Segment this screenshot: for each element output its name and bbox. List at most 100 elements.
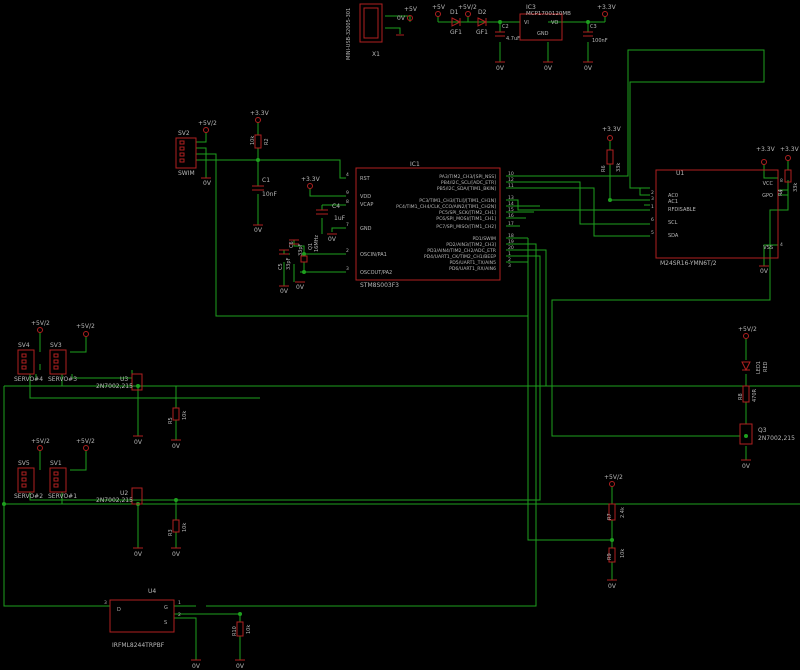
c5-value: 33pF [286, 257, 292, 270]
u2-value: 2N7002,215 [96, 497, 133, 504]
ic3-name: IC3 [526, 4, 536, 11]
c1-name: C1 [262, 177, 270, 184]
ic1-pin-pc5-num: 15 [508, 207, 514, 213]
ic1-pin-pc6-num: 16 [508, 213, 514, 219]
gnd-u3: 0V [134, 439, 143, 446]
power-5v2-led: +5V/2 [738, 326, 757, 333]
ic1-pin-pc4-num: 14 [508, 201, 514, 207]
ic1-pin-gnd-num: 7 [346, 222, 349, 228]
power-5v2-swim: +5V/2 [198, 120, 217, 127]
power-33v-r2: +3.3V [250, 110, 270, 117]
component-outlines [17, 3, 792, 637]
d1-value: GF1 [450, 29, 462, 36]
ic1-pin-pb5-num: 11 [508, 183, 514, 189]
gnd-r9: 0V [608, 583, 617, 590]
ic1-pin-pb4: PB4/I2C_SCL/[ADC_ETR] [441, 180, 496, 186]
header-pins [21, 140, 185, 488]
power-5v2-r7: +5V/2 [604, 474, 623, 481]
q1-value: 16MHz [314, 235, 320, 252]
sv4-value: SERVO#4 [14, 376, 43, 383]
d2-name: D2 [478, 9, 487, 16]
gnd-c2: 0V [496, 65, 505, 72]
ic1-pin-oscin-num: 2 [346, 248, 349, 254]
u1-pin-vss-num: 4 [780, 242, 783, 248]
r5-name: R5 [168, 417, 174, 424]
ic1-pin-pc7: PC7/SPI_MISO/[TIM1_CH2] [436, 224, 496, 230]
wires [3, 15, 800, 660]
ic3-pin-vo: VO [551, 20, 558, 26]
u4-pin1-num: 1 [178, 600, 181, 606]
ic1-pin-pd5-num: 2 [508, 257, 511, 263]
ic1-pin-vcap-num: 8 [346, 199, 349, 205]
u1-pin-sda: SDA [668, 233, 679, 239]
gnd-c5: 0V [280, 288, 289, 295]
r4-value: 33k [793, 183, 799, 192]
sv2-name: SV2 [178, 130, 190, 137]
u4-value: IRFML8244TRPBF [112, 642, 165, 649]
ic1-pin-gnd: GND [360, 226, 372, 232]
u4-pin-s: S [164, 620, 167, 626]
power-5v2-sv3: +5V/2 [76, 323, 95, 330]
u1-pin-vcc: VCC [763, 181, 774, 187]
d1-name: D1 [450, 9, 459, 16]
sv1-value: SERVO#1 [48, 493, 77, 500]
ic1-pin-pd1-num: 18 [508, 233, 514, 239]
led1-value: RED [763, 361, 769, 372]
c2-value: 4.7uF [506, 36, 520, 42]
sv3-name: SV3 [50, 342, 62, 349]
ic1-pin-pc3: PC3/TIM1_CH3/[TLI]/[TIM1_CH1N] [419, 198, 496, 204]
ic1-pin-vdd: VDD [360, 194, 371, 200]
sv3-value: SERVO#3 [48, 376, 77, 383]
r4-name: R4 [778, 189, 784, 196]
gnd-c6: 0V [296, 284, 305, 291]
ic1-pin-pb5: PB5/I2C_SDA/[TIM1_BKIN] [437, 186, 496, 192]
c6-value: 33pF [298, 243, 304, 256]
ic1-pin-pc6: PC6/SPI_MOSI/[TIM1_CH1] [436, 216, 496, 222]
c2-name: C2 [502, 24, 509, 30]
led1-name: LED1 [756, 361, 762, 374]
u3-value: 2N7002,215 [96, 383, 133, 390]
sv1-name: SV1 [50, 460, 62, 467]
ic3-pin-gnd: GND [537, 31, 549, 37]
ic1-name: IC1 [410, 161, 420, 168]
ic1-pin-pd3: PD3/AIN4/TIM2_CH2/ADC_ETR [427, 248, 497, 254]
u1-pin-ac1-num: 3 [651, 196, 654, 202]
c1-value: 10nF [262, 191, 277, 198]
ic1-pin-oscout-num: 3 [346, 266, 349, 272]
x1-value: MINI-USB-32005-301 [346, 8, 352, 60]
ic1-pin-pc3-num: 13 [508, 195, 514, 201]
ic1-pin-pd4: PD4/UART1_CK/TIM2_CH1/BEEP [424, 254, 496, 260]
ic1-pin-pa3: PA3/TIM2_CH3/[SPI_NSS] [439, 174, 496, 180]
power-5v2-sv5: +5V/2 [31, 438, 50, 445]
u1-pin-gpo-num: 7 [780, 190, 783, 196]
gnd-r3: 0V [172, 551, 181, 558]
u4-pin-g: G [164, 605, 168, 611]
q3-value: 2N7002,215 [758, 435, 795, 442]
gnd-usb: 0V [397, 15, 406, 22]
power-33v-u1: +3.3V [756, 146, 776, 153]
c4-name: C4 [332, 203, 340, 210]
gnd-u1: 0V [760, 268, 769, 275]
power-33v-r6: +3.3V [602, 126, 622, 133]
power-5v2-sv1: +5V/2 [76, 438, 95, 445]
power-5v-d1: +5V [432, 4, 446, 11]
r10-value: 10k [246, 625, 252, 634]
r6-value: 33k [616, 163, 622, 172]
u4-name: U4 [148, 588, 156, 595]
ic3-value: MCP1700120MB [526, 11, 571, 17]
power-33v-r4: +3.3V [780, 146, 800, 153]
gnd-u4: 0V [192, 663, 201, 670]
r2-value: 10k [250, 136, 256, 145]
r6-name: R6 [601, 165, 607, 172]
u1-pin-sda-num: 5 [651, 230, 654, 236]
r7-name: R7 [607, 513, 613, 520]
ic1-pin-vdd-num: 9 [346, 190, 349, 196]
r9-value: 10k [620, 549, 626, 558]
ic1-pin-pc4: PC4/TIM1_CH4/CLK_CCO/AIN2/[TIM1_CH2N] [396, 204, 496, 210]
ic1-pin-pc7-num: 17 [508, 221, 514, 227]
sv5-value: SERVO#2 [14, 493, 43, 500]
u1-pin-ac1: AC1 [668, 199, 678, 205]
c3-name: C3 [590, 24, 597, 30]
r3-value: 10k [182, 523, 188, 532]
